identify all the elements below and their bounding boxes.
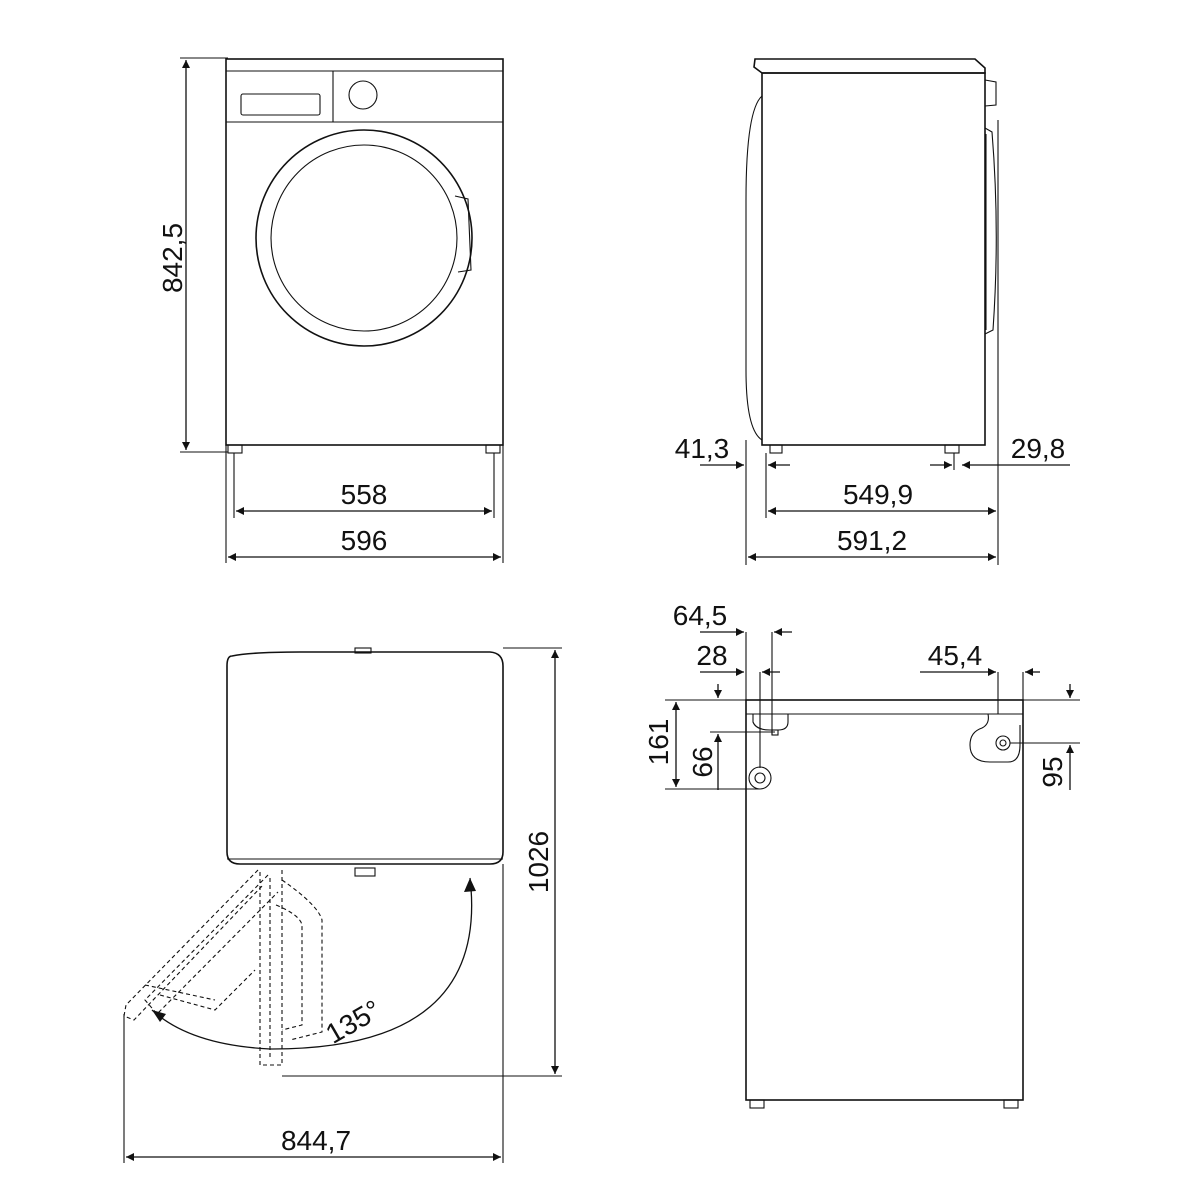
label-rear-offset: 29,8 [1011,433,1066,464]
washing-machine-front [225,58,504,454]
water-inlet-valve [969,713,1021,763]
label-dim-28: 28 [696,640,727,671]
program-knob [348,80,378,110]
label-overall-width: 596 [341,525,388,556]
drain-outlet [748,766,772,790]
label-dim-95: 95 [1037,756,1068,787]
label-overall-depth: 591,2 [837,525,907,556]
front-view: 842,5 558 596 [157,57,504,563]
door-glass [270,144,458,332]
door-angle-arc-right [269,877,473,1050]
label-dim-64-5: 64,5 [673,600,728,631]
rear-bracket-left [752,714,789,731]
washing-machine-rear [745,699,1024,1109]
label-height: 842,5 [157,223,188,293]
label-front-offset: 41,3 [675,433,730,464]
door-outer-ring [255,129,473,347]
label-dim-66: 66 [687,746,718,777]
side-view: 41,3 29,8 549,9 591,2 [675,58,1070,565]
label-width-door-open: 844,7 [281,1125,351,1156]
label-dim-45-4: 45,4 [928,640,983,671]
label-feet-depth: 549,9 [843,479,913,510]
label-feet-width: 558 [341,479,388,510]
label-depth-door-open: 1026 [523,831,554,893]
rear-view: 64,5 28 45,4 161 66 95 [643,600,1080,1109]
top-view: 135° 1026 844,7 [123,647,562,1163]
label-dim-161: 161 [643,719,674,766]
door-handle [454,195,472,273]
washing-machine-side [745,58,997,454]
washing-machine-top [226,647,560,877]
detergent-drawer [240,93,321,116]
door-open-outline [123,869,323,1066]
